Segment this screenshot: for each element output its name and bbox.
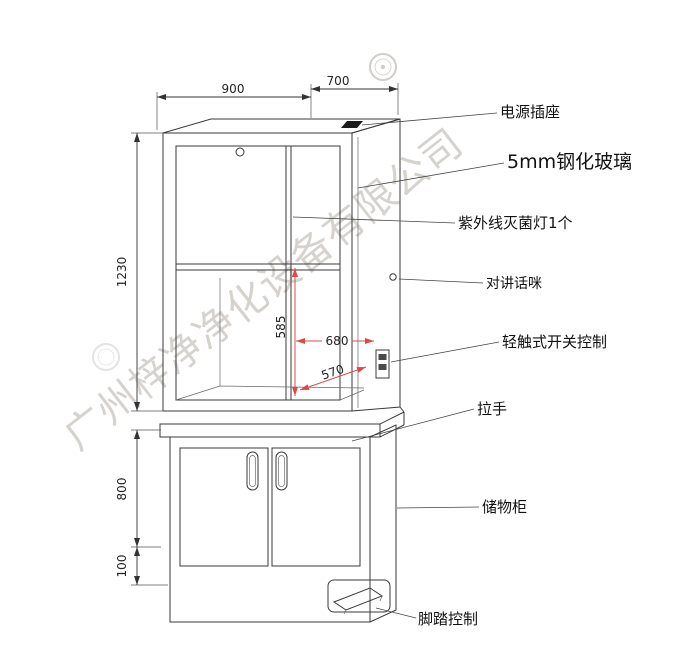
intercom-mic [389,273,397,281]
dim-upper-height-label: 1230 [115,257,129,288]
label-intercom-mic: 对讲话咪 [486,276,542,292]
cabinet-lip [159,406,405,438]
upper-top-face [162,118,401,134]
leader-storage-cabinet [396,506,480,509]
chamber-interior-lines [175,278,365,401]
callout-labels: 电源插座 5mm钢化玻璃 紫外线灭菌灯1个 对讲话咪 轻触式开关控制 拉手 储物… [418,103,632,628]
leader-uv-lamp [292,216,456,224]
upper-cabinet [162,118,401,412]
dim-width-label: 900 [222,82,245,96]
dim-inner-width-label: 680 [326,334,349,348]
label-touch-switch: 轻触式开关控制 [502,333,607,351]
dimension-lines-black: 900 700 1230 800 100 [115,74,399,586]
upper-right-face [351,118,401,412]
dim-lower-height-label: 800 [115,478,129,501]
leader-touch-switch [390,341,500,363]
leader-power-socket [361,112,498,126]
label-tempered-glass: 5mm钢化玻璃 [507,151,632,173]
seal-stamp-icon-2 [92,343,120,371]
door-lock [235,147,245,157]
watermark: 广州梓净净化设备有限公司 [56,53,472,459]
leader-foot-pedal [375,607,417,619]
dim-inner-height-label: 585 [274,316,288,339]
cabinet-door-left [179,447,269,567]
cabinet-door-right [271,447,361,567]
label-uv-lamp: 紫外线灭菌灯1个 [458,214,573,232]
leader-handle [351,408,475,442]
glass-sliding-doors [176,146,340,400]
lower-cabinet [159,406,405,623]
leader-intercom-mic [398,278,484,284]
dim-base-height-label: 100 [115,555,129,578]
leader-lines [292,112,505,619]
cabinet-body [169,424,397,623]
leader-tempered-glass [357,162,505,189]
dim-inner-depth-label: 570 [320,362,346,383]
seal-stamp-icon [369,53,397,81]
touch-switch-panel [375,349,390,379]
label-storage-cabinet: 储物柜 [482,498,527,516]
power-socket [341,121,363,128]
label-power-socket: 电源插座 [500,103,560,121]
label-foot-pedal: 脚踏控制 [418,610,478,628]
watermark-text: 广州梓净净化设备有限公司 [56,120,472,459]
label-handle: 拉手 [477,400,507,418]
door-handles [246,451,288,491]
foot-pedal [327,579,391,615]
dim-depth-label: 700 [327,74,350,88]
